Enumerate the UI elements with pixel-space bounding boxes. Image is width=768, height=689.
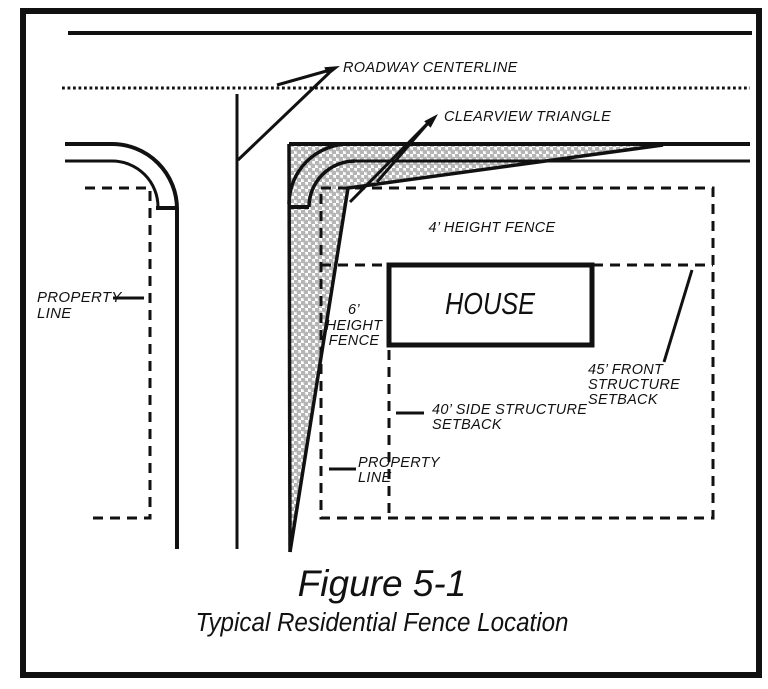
svg-text:SETBACK: SETBACK [588, 392, 659, 408]
roadway-leader-arrowhead [324, 66, 340, 76]
svg-text:FENCE: FENCE [329, 333, 380, 349]
house-outline [386, 262, 595, 348]
road-edge-left-outer [65, 142, 179, 549]
svg-text:45’ FRONT: 45’ FRONT [588, 362, 664, 378]
clearview-hypotenuse [288, 143, 664, 553]
svg-text:LINE: LINE [358, 470, 391, 486]
svg-text:PROPERTY: PROPERTY [37, 289, 122, 306]
front-setback-pointer [662, 269, 694, 363]
clearview-triangle-outline [287, 142, 750, 553]
property-line-left-lot [85, 186, 152, 520]
road-edge-right-inner-curve [307, 159, 356, 208]
fence-6ft-label: 6’ HEIGHT FENCE [326, 302, 383, 349]
clearview-triangle-hatch [289, 144, 663, 552]
svg-text:LINE: LINE [37, 305, 72, 322]
svg-text:PROPERTY: PROPERTY [358, 455, 441, 471]
clearview-leader-short [375, 121, 431, 183]
clearview-leader-arrowhead [424, 114, 438, 128]
front-setback-label: 45’ FRONT STRUCTURE SETBACK [588, 362, 680, 408]
svg-text:6’: 6’ [348, 302, 360, 318]
leader-lines [113, 68, 694, 471]
road-edge-left-inner [65, 159, 160, 208]
roadway-centerline-label: ROADWAY CENTERLINE [343, 60, 518, 76]
fence-4ft-label: 4’ HEIGHT FENCE [429, 220, 556, 236]
clearview-triangle-label: CLEARVIEW TRIANGLE [444, 109, 611, 125]
house-label: HOUSE [445, 286, 535, 321]
figure-subtitle: Typical Residential Fence Location [196, 609, 569, 637]
page-border [20, 8, 762, 678]
svg-text:HEIGHT: HEIGHT [326, 318, 383, 334]
svg-text:SETBACK: SETBACK [432, 417, 503, 433]
property-line-right-label: PROPERTY LINE [358, 455, 441, 486]
roadway-leader-to-vertical-line [236, 71, 331, 162]
block-left-edge [287, 143, 292, 553]
roadway-leader-to-dotted-line [276, 68, 331, 87]
svg-text:40’ SIDE STRUCTURE: 40’ SIDE STRUCTURE [432, 402, 587, 418]
svg-text:STRUCTURE: STRUCTURE [588, 377, 680, 393]
roadways [62, 31, 752, 549]
road-edge-right-outer-curve [287, 142, 350, 205]
side-setback-label: 40’ SIDE STRUCTURE SETBACK [432, 402, 587, 433]
property-line-left-label: PROPERTY LINE [37, 289, 122, 322]
figure-title: Figure 5-1 [298, 563, 467, 604]
